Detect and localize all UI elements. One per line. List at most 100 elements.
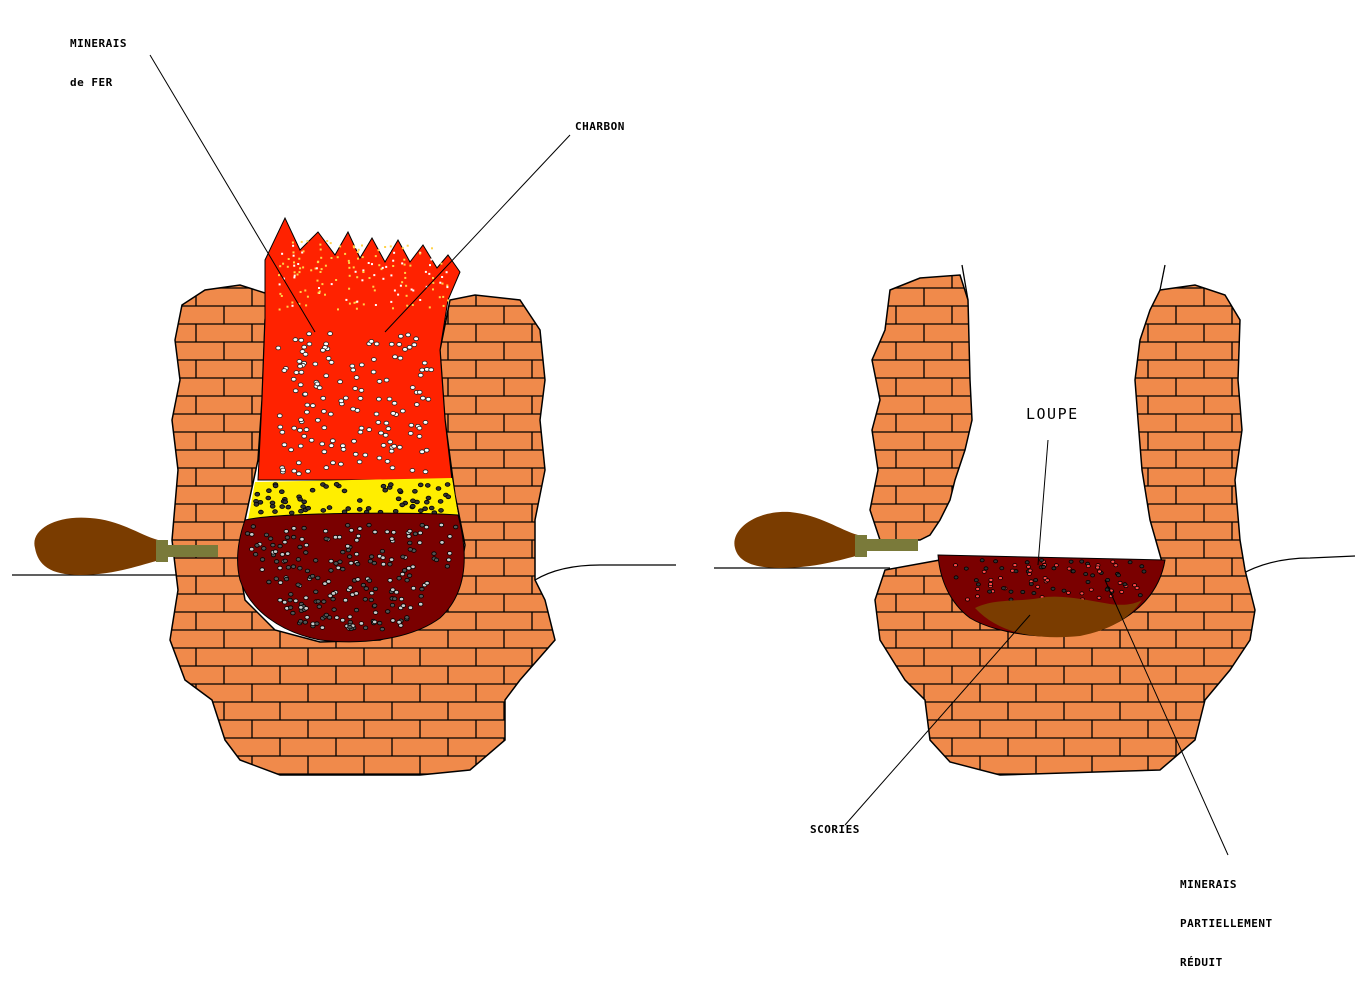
spark [389,250,391,252]
particle [1021,590,1025,593]
particle [373,587,377,591]
particle [278,425,283,429]
particle [346,544,350,548]
particle [339,399,344,403]
spark [288,258,290,260]
spark [439,296,441,298]
particle [390,537,394,541]
particle [314,559,318,563]
spark [406,295,408,297]
particle [400,572,404,576]
spark [325,265,327,267]
particle [392,444,397,448]
particle [273,550,277,554]
spark [432,282,434,284]
particle [1071,570,1075,573]
particle [346,507,351,511]
spark [305,304,307,306]
spark [406,305,408,307]
spark [431,247,433,249]
particle [357,499,362,503]
spark [362,256,364,258]
spark [430,259,432,261]
particle [293,389,298,393]
particle [411,499,416,503]
spark [382,278,384,280]
particle [1098,570,1102,573]
particle [298,383,303,387]
label-minerais-partiellement-reduit: MINERAIS PARTIELLEMENT RÉDUIT [1180,852,1273,995]
particle [298,620,302,624]
particle [384,421,389,425]
particle [1032,592,1036,595]
particle [448,552,452,556]
particle [334,562,338,566]
particle [1034,579,1038,582]
spark [411,289,413,291]
spark [345,299,347,301]
left-furnace-crucible [238,513,465,642]
particle [999,577,1003,580]
spark [442,283,444,285]
particle [255,492,260,496]
leader-loupe [1038,440,1048,565]
particle [285,536,289,540]
label-minerais-de-fer: MINERAIS de FER [70,11,127,115]
particle [358,397,363,401]
particle [302,526,306,530]
particle [397,620,401,624]
spark [400,285,402,287]
spark [432,277,434,279]
particle [284,577,288,581]
particle [408,541,412,545]
particle [322,450,327,454]
particle [373,604,377,608]
particle [406,333,411,337]
spark [321,283,323,285]
particle [1040,559,1044,562]
spark [401,281,403,283]
particle [351,407,356,411]
particle [354,592,358,596]
spark [319,244,321,246]
spark [407,245,409,247]
particle [407,574,411,578]
particle [429,506,434,510]
particle [324,537,328,541]
particle [369,598,373,602]
particle [288,606,292,610]
particle [364,587,368,591]
particle [1106,578,1110,581]
spark [425,271,427,273]
particle [304,551,308,555]
spark [446,271,448,273]
spark [392,307,394,309]
spark [390,245,392,247]
particle [377,380,382,384]
spark [279,293,281,295]
particle [408,606,412,610]
particle [421,396,426,400]
spark [369,277,371,279]
particle [954,576,958,579]
particle [408,529,412,533]
particle [976,583,980,586]
spark [292,242,294,244]
particle [327,506,332,510]
particle [291,611,295,615]
particle [1117,574,1121,577]
particle [341,550,345,554]
particle [306,506,311,510]
particle [274,560,278,564]
spark [319,291,321,293]
spark [279,283,281,285]
particle [358,430,363,434]
particle [357,460,362,464]
particle [316,600,320,604]
spark [299,267,301,269]
particle [976,595,980,598]
spark [378,264,380,266]
particle [407,345,412,349]
particle [429,368,434,372]
spark [361,279,363,281]
